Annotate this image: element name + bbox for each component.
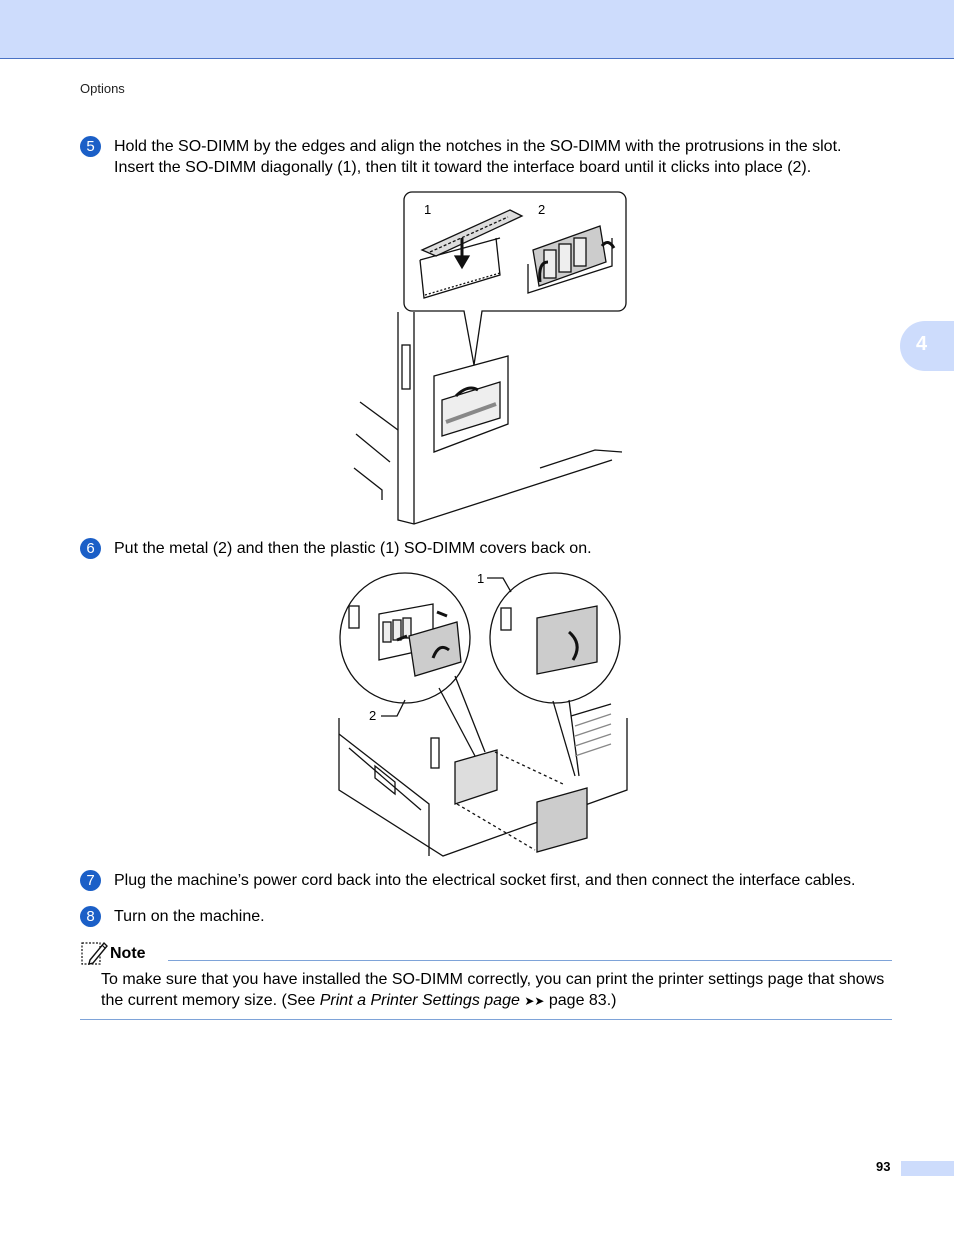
step-text: Put the metal (2) and then the plastic (…: [114, 540, 592, 557]
note-text-start: To make sure that you have installed the…: [101, 971, 885, 1009]
page-number: 93: [876, 1159, 891, 1174]
step-text: Plug the machine’s power cord back into …: [114, 872, 856, 889]
callout-label-2: 2: [538, 202, 545, 217]
header-bar: [0, 0, 954, 59]
note-divider: [168, 960, 892, 961]
chapter-tab[interactable]: 4: [900, 321, 954, 371]
step-text-line: Insert the SO-DIMM diagonally (1), then …: [114, 159, 812, 176]
step-6: 6 Put the metal (2) and then the plastic…: [80, 538, 895, 560]
step-7: 7 Plug the machine’s power cord back int…: [80, 870, 895, 892]
note-text-end: page 83.): [544, 992, 617, 1009]
note-label: Note: [110, 945, 146, 962]
callout-label-1: 1: [477, 571, 484, 586]
chapter-number: 4: [916, 333, 928, 355]
step-5: 5 Hold the SO-DIMM by the edges and alig…: [80, 136, 895, 180]
callout-label-2: 2: [369, 708, 376, 723]
step-text: Turn on the machine.: [114, 908, 265, 925]
page-number-bar: [901, 1161, 954, 1176]
note-text: To make sure that you have installed the…: [101, 969, 893, 1012]
double-arrow-icon: ➤➤: [524, 994, 545, 1008]
step-number-badge: 7: [80, 870, 101, 891]
step-text: Hold the SO-DIMM by the edges and align …: [114, 136, 904, 178]
step-8: 8 Turn on the machine.: [80, 906, 895, 928]
note-header: Note: [80, 940, 892, 965]
so-dimm-cover-illustration: 1 2: [338, 571, 628, 857]
step-number-badge: 8: [80, 906, 101, 927]
note-link[interactable]: Print a Printer Settings page: [319, 992, 520, 1009]
note-bottom-divider: [80, 1019, 892, 1020]
step-text-line: Hold the SO-DIMM by the edges and align …: [114, 138, 842, 155]
so-dimm-insert-illustration: 1 2: [353, 191, 627, 525]
pencil-note-icon: [81, 941, 108, 965]
section-title: Options: [80, 81, 125, 96]
callout-label-1: 1: [424, 202, 431, 217]
step-number-badge: 6: [80, 538, 101, 559]
step-number-badge: 5: [80, 136, 101, 157]
